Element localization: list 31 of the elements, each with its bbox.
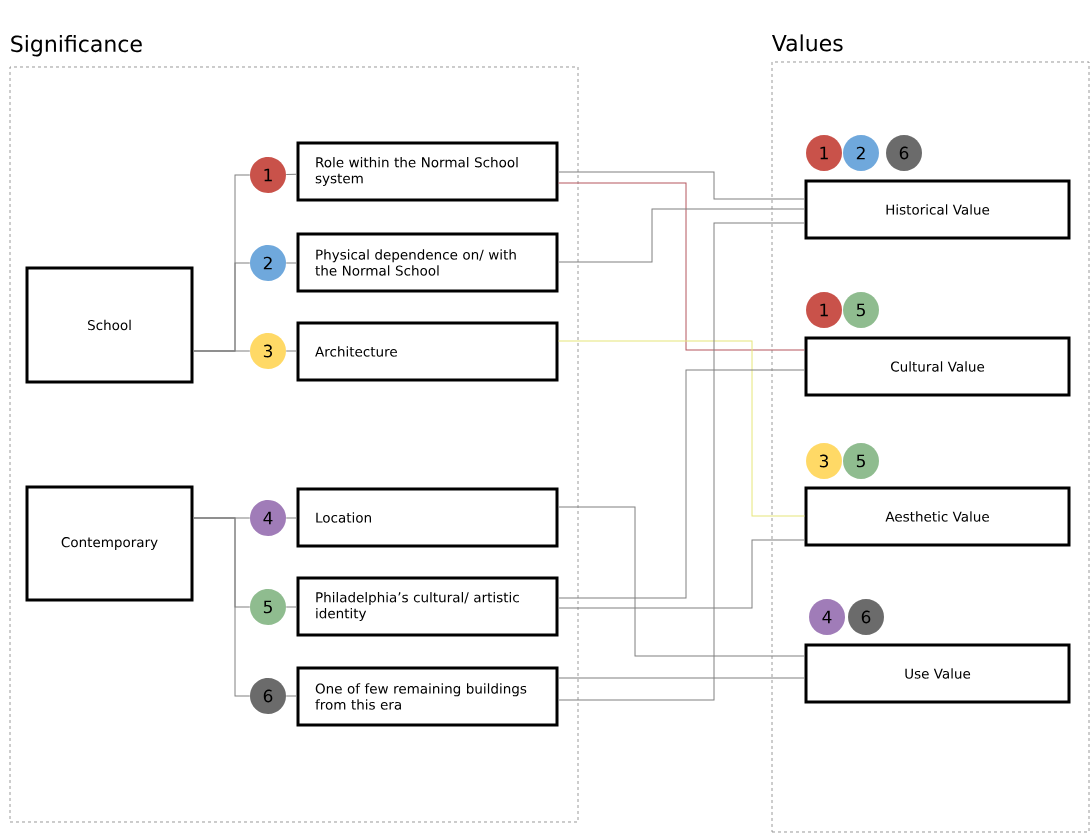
- connector-line: [285, 695, 297, 697]
- connector-line: [558, 539, 805, 609]
- text-box: Historical Value: [804, 179, 1071, 240]
- text-box: Contemporary: [25, 485, 194, 602]
- node-label: Values: [771, 34, 843, 52]
- connector-line: [285, 350, 297, 352]
- connector-line: [285, 173, 297, 176]
- connector-line: [285, 262, 297, 264]
- text-box: Architecture: [296, 321, 559, 382]
- connector-line: [558, 677, 805, 679]
- text-box: Philadelphia’s cultural/ artistic identity: [296, 576, 559, 637]
- connector-line: [558, 171, 805, 200]
- connector-line: [558, 208, 805, 263]
- connector-line: [285, 517, 297, 519]
- connector-line: [558, 369, 805, 599]
- text-box: One of few remaining buildings from this era: [296, 666, 559, 727]
- connector-line: [193, 350, 251, 352]
- text-box: Aesthetic Value: [804, 486, 1071, 547]
- text-box: Use Value: [804, 643, 1071, 704]
- node-label: Significance: [11, 35, 142, 57]
- connector-line: [558, 340, 805, 517]
- text-box: Role within the Normal School system: [296, 141, 559, 202]
- connector-line: [558, 506, 805, 657]
- connector-line: [558, 222, 805, 701]
- connector-line: [558, 182, 805, 351]
- connector-line: [193, 517, 251, 697]
- text-box: Location: [296, 487, 559, 548]
- text-box: Physical dependence on/ with the Normal School: [296, 232, 559, 293]
- connector-line: [285, 606, 297, 608]
- text-box: School: [25, 266, 194, 384]
- text-box: Cultural Value: [804, 336, 1071, 397]
